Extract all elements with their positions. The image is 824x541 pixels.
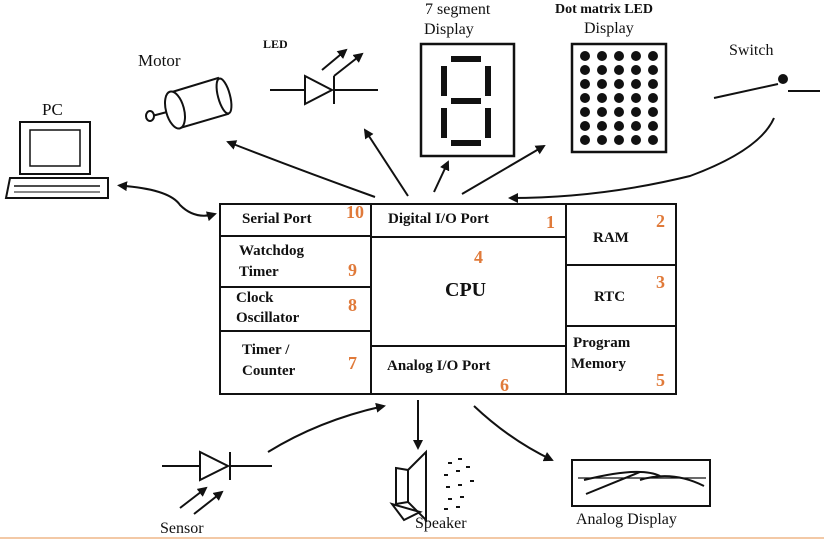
motor-label: Motor (138, 51, 181, 70)
matrix-dot (614, 65, 624, 75)
ram-number: 2 (656, 211, 665, 231)
dot-matrix-label-line2: Display (584, 20, 634, 37)
matrix-dot (648, 51, 658, 61)
matrix-dot (614, 79, 624, 89)
matrix-dot (580, 135, 590, 145)
analog-display-icon (571, 459, 711, 507)
matrix-dot (648, 65, 658, 75)
timer-counter-label-line2: Counter (242, 363, 296, 379)
switch-label: Switch (729, 42, 774, 59)
matrix-dot (597, 135, 607, 145)
timer-counter-number: 7 (348, 353, 357, 373)
matrix-dot (597, 121, 607, 131)
matrix-dot (614, 135, 624, 145)
ram-label: RAM (593, 230, 629, 246)
clock-oscillator-number: 8 (348, 295, 357, 315)
seven-segment-display-icon (419, 42, 516, 158)
pc-icon (4, 121, 109, 199)
matrix-dot (580, 93, 590, 103)
matrix-dot (580, 79, 590, 89)
pc-label: PC (42, 100, 63, 119)
clock-oscillator-label-line2: Oscillator (236, 310, 300, 326)
dot-matrix-display-icon (570, 42, 668, 154)
matrix-dot (631, 135, 641, 145)
digital-io-port-label: Digital I/O Port (388, 211, 489, 227)
seven-segment-label-line2: Display (424, 21, 474, 38)
motor-icon (145, 76, 233, 130)
matrix-dot (580, 121, 590, 131)
analog-io-port-label: Analog I/O Port (387, 358, 491, 374)
speaker-label: Speaker (415, 515, 467, 532)
matrix-dot (597, 51, 607, 61)
sensor-icon (162, 450, 272, 515)
watchdog-timer-label-line1: Watchdog (239, 243, 305, 259)
led-label: LED (263, 37, 288, 51)
serial-port-number: 10 (346, 202, 364, 222)
matrix-dot (648, 135, 658, 145)
digital-io-port-number: 1 (546, 212, 555, 232)
speaker-icon (389, 449, 474, 523)
rtc-number: 3 (656, 272, 665, 292)
seven-segment-label-line1: 7 segment (425, 1, 491, 18)
matrix-dot (580, 51, 590, 61)
matrix-dot (614, 93, 624, 103)
matrix-dot (648, 121, 658, 131)
matrix-dot (631, 107, 641, 117)
matrix-dot (648, 107, 658, 117)
led-icon (270, 48, 378, 106)
connection-arrows (117, 117, 775, 462)
analog-display-label: Analog Display (576, 511, 677, 528)
matrix-dot (597, 107, 607, 117)
microcontroller-block (219, 203, 677, 395)
matrix-dot (614, 107, 624, 117)
matrix-dot (631, 93, 641, 103)
dot-matrix-label-line1: Dot matrix LED (555, 2, 653, 17)
program-memory-label-line2: Memory (571, 356, 626, 372)
timer-counter-label-line1: Timer / (242, 342, 290, 358)
clock-oscillator-label-line1: Clock (236, 290, 274, 306)
matrix-dot (580, 65, 590, 75)
matrix-dot (648, 79, 658, 89)
matrix-dot (631, 121, 641, 131)
program-memory-label-line1: Program (573, 335, 631, 351)
program-memory-number: 5 (656, 370, 665, 390)
cpu-number: 4 (474, 247, 483, 267)
cpu-label: CPU (445, 279, 487, 301)
matrix-dot (631, 65, 641, 75)
matrix-dot (648, 93, 658, 103)
analog-io-port-number: 6 (500, 375, 509, 395)
sensor-label: Sensor (160, 520, 204, 537)
matrix-dot (597, 65, 607, 75)
matrix-dot (597, 79, 607, 89)
watchdog-timer-number: 9 (348, 260, 357, 280)
matrix-dot (614, 121, 624, 131)
rtc-label: RTC (594, 289, 626, 305)
serial-port-label: Serial Port (242, 211, 312, 227)
switch-icon (713, 74, 820, 99)
matrix-dot (580, 107, 590, 117)
matrix-dot (631, 79, 641, 89)
matrix-dot (597, 93, 607, 103)
matrix-dot (631, 51, 641, 61)
matrix-dot (614, 51, 624, 61)
watchdog-timer-label-line2: Timer (239, 264, 279, 280)
